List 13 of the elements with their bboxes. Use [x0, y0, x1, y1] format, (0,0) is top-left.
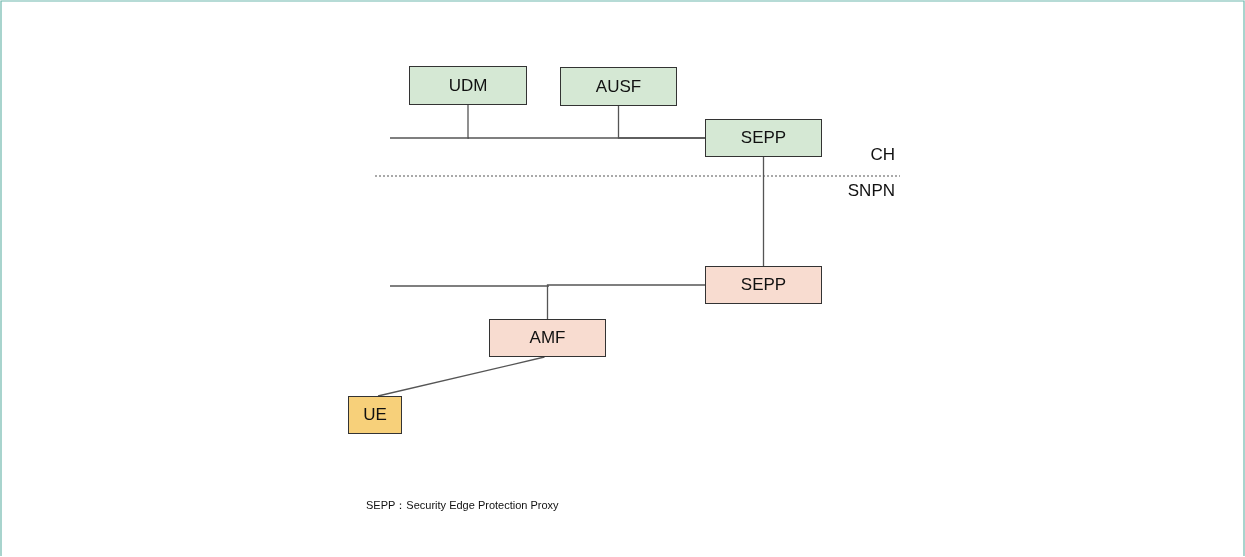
network-function-box: UE [348, 396, 402, 434]
zone-label: CH [870, 145, 895, 165]
connector-line [377, 356, 546, 397]
network-function-box: UDM [409, 66, 527, 105]
network-function-box: AMF [489, 319, 606, 357]
network-function-box: SEPP [705, 119, 822, 157]
connector-line [762, 156, 765, 267]
connector-line [546, 284, 706, 320]
zone-label: SNPN [847, 181, 895, 201]
network-function-box: AUSF [560, 67, 677, 106]
network-function-box: SEPP [705, 266, 822, 304]
connector-line [617, 105, 706, 139]
footnote-text: SEPP：Security Edge Protection Proxy [366, 498, 559, 513]
